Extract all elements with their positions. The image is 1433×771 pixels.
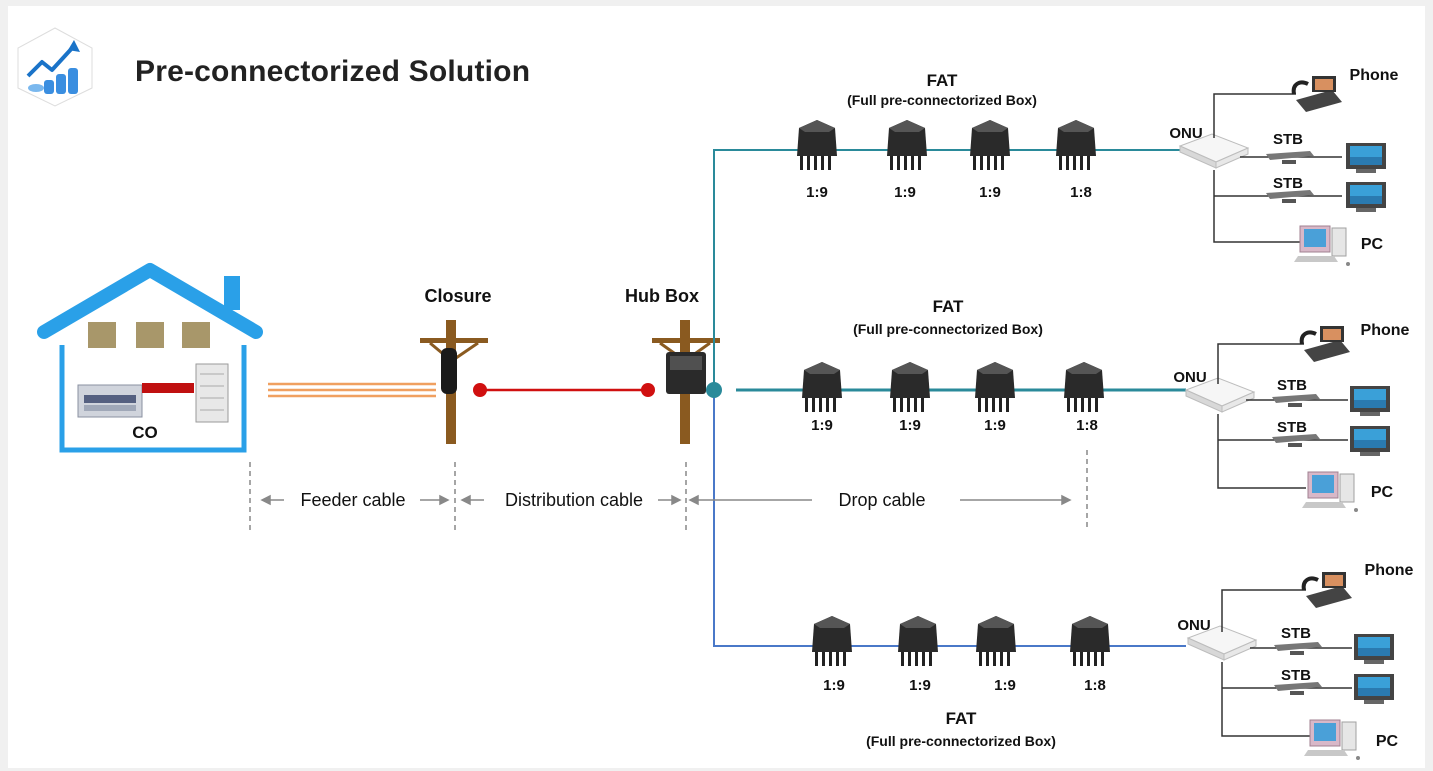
split-ratio: 1:9 <box>899 417 921 434</box>
fat-box <box>890 362 930 412</box>
fat-box <box>976 616 1016 666</box>
split-ratio: 1:9 <box>979 184 1001 201</box>
fat-box <box>1056 120 1096 170</box>
phone-icon <box>1291 74 1344 114</box>
split-ratio: 1:9 <box>909 677 931 694</box>
onu-label: ONU <box>1173 369 1206 386</box>
stb-label: STB <box>1273 131 1303 148</box>
distribution-cable <box>473 383 655 397</box>
stb-label: STB <box>1281 625 1311 642</box>
fat-title-2: FAT <box>933 297 964 316</box>
fat-box <box>802 362 842 412</box>
pc-icon <box>1301 471 1359 513</box>
distribution-cable-label: Distribution cable <box>505 490 643 510</box>
pc-icon <box>1293 225 1351 267</box>
stb-label: STB <box>1273 175 1303 192</box>
pc-label: PC <box>1361 236 1384 253</box>
fat-box <box>898 616 938 666</box>
fat-box <box>797 120 837 170</box>
splice-closure <box>441 348 457 394</box>
phone-label: Phone <box>1350 67 1399 84</box>
hub-box-pole <box>652 320 720 444</box>
tv-icon <box>1346 143 1386 173</box>
odf-rack <box>195 363 229 423</box>
split-ratio: 1:9 <box>811 417 833 434</box>
hubbox-label: Hub Box <box>625 286 699 306</box>
closure-label: Closure <box>424 286 491 306</box>
olt-equipment <box>77 384 143 418</box>
split-ratio: 1:8 <box>1076 417 1098 434</box>
fat-box <box>1064 362 1104 412</box>
phone-label: Phone <box>1361 322 1410 339</box>
split-ratio: 1:9 <box>994 677 1016 694</box>
split-ratio: 1:8 <box>1070 184 1092 201</box>
hub-splitter-node <box>706 382 722 398</box>
segment-arrows <box>260 494 1072 506</box>
split-ratio: 1:9 <box>984 417 1006 434</box>
page-title: Pre-connectorized Solution <box>135 55 531 88</box>
drop-cable-trunks <box>706 149 1186 647</box>
feeder-cable-label: Feeder cable <box>300 490 405 510</box>
co-label: CO <box>132 423 158 442</box>
tv-icon <box>1350 426 1390 456</box>
fat-subtitle-1: (Full pre-connectorized Box) <box>847 92 1037 108</box>
fat-title-3: FAT <box>946 709 977 728</box>
tv-icon <box>1354 634 1394 664</box>
onu-label: ONU <box>1177 617 1210 634</box>
pc-label: PC <box>1371 484 1394 501</box>
stb-label: STB <box>1277 377 1307 394</box>
stb-label: STB <box>1281 667 1311 684</box>
fat-branch-2: FAT (Full pre-connectorized Box) 1:9 1:9… <box>802 297 1410 513</box>
stb-label: STB <box>1277 419 1307 436</box>
fat-box <box>975 362 1015 412</box>
fat-branch-3: 1:9 1:9 1:9 1:8 FAT (Full pre-connectori… <box>812 562 1414 761</box>
pc-icon <box>1303 719 1361 761</box>
tv-icon <box>1354 674 1394 704</box>
phone-icon <box>1299 324 1352 364</box>
split-ratio: 1:9 <box>806 184 828 201</box>
fat-box <box>887 120 927 170</box>
closure-pole <box>420 320 488 444</box>
split-ratio: 1:9 <box>894 184 916 201</box>
phone-label: Phone <box>1365 562 1414 579</box>
fat-title-1: FAT <box>927 71 958 90</box>
feeder-cable <box>268 382 436 398</box>
split-ratio: 1:9 <box>823 677 845 694</box>
split-ratio: 1:8 <box>1084 677 1106 694</box>
pc-label: PC <box>1376 733 1399 750</box>
tv-icon <box>1346 182 1386 212</box>
co-house: CO <box>37 263 263 453</box>
fat-branch-1: FAT (Full pre-connectorized Box) 1:9 1:9… <box>797 67 1399 267</box>
onu-label: ONU <box>1169 125 1202 142</box>
tv-icon <box>1350 386 1390 416</box>
phone-icon <box>1301 570 1354 610</box>
drop-cable-label: Drop cable <box>838 490 925 510</box>
fat-subtitle-3: (Full pre-connectorized Box) <box>866 733 1056 749</box>
fat-subtitle-2: (Full pre-connectorized Box) <box>853 321 1043 337</box>
fat-box <box>970 120 1010 170</box>
cable-segment-markers <box>249 450 1088 530</box>
fat-box <box>1070 616 1110 666</box>
fat-box <box>812 616 852 666</box>
chart-growth-icon <box>17 27 93 107</box>
